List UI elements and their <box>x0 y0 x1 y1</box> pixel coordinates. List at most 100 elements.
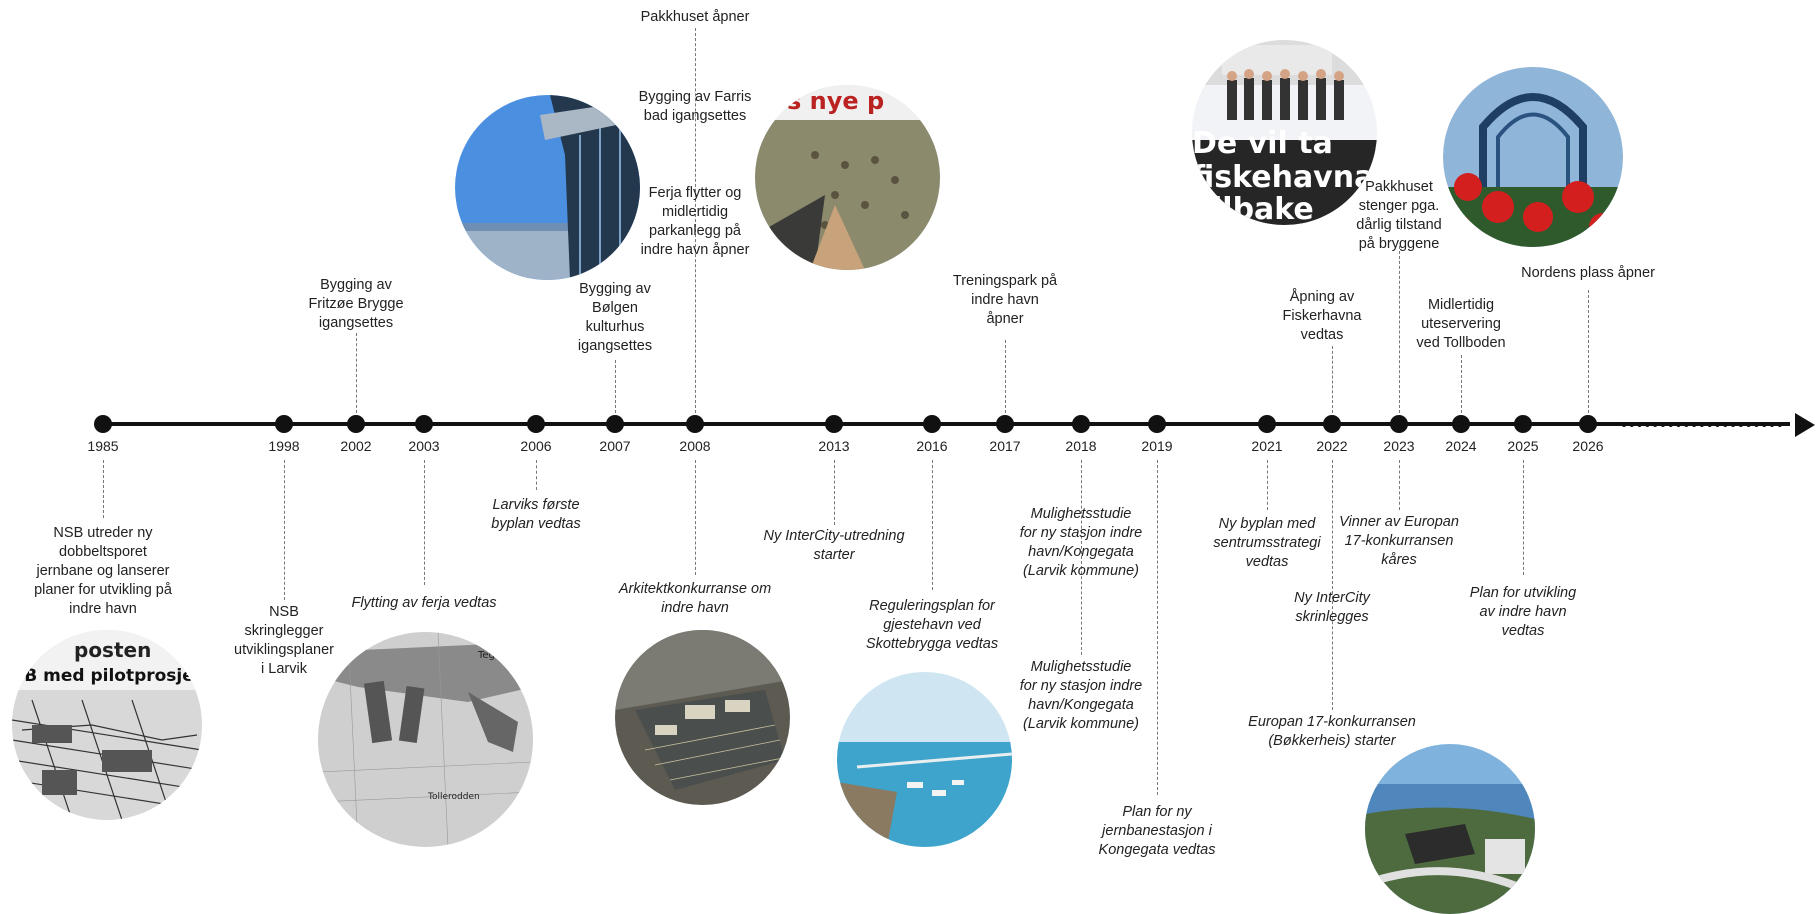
event-text-line: midlertidig <box>661 204 729 220</box>
event-text-line: for ny stasjon indre <box>1019 678 1143 694</box>
year-2006: 2006 <box>520 438 552 454</box>
dot-2018 <box>1072 415 1090 433</box>
event-text-line: havn/Kongegata <box>1028 697 1134 713</box>
event-text-line: Nordens plass åpner <box>1521 265 1655 281</box>
year-2018: 2018 <box>1065 438 1097 454</box>
dot-2016 <box>923 415 941 433</box>
fishing-headline-2: fiskehavna <box>1192 160 1375 195</box>
event-text-line: Arkitektkonkurranse om <box>618 581 772 597</box>
year-2026: 2026 <box>1572 438 1604 454</box>
event-text-line: Pakkhuset åpner <box>640 9 750 25</box>
event-text-line: igangsettes <box>318 315 394 331</box>
arrow-right-icon <box>1795 413 1815 437</box>
event-2022-intercity: Ny InterCity skrinlegges <box>1294 589 1370 627</box>
photo-concert-crowd: s nye p <box>755 85 940 270</box>
event-text-line: NSB <box>269 604 299 620</box>
dot-2007 <box>606 415 624 433</box>
stem-1985 <box>103 460 104 518</box>
stem-2019 <box>1157 460 1158 795</box>
event-text-line: Midlertidig <box>1427 297 1495 313</box>
event-text-line: dobbeltsporet <box>59 544 147 560</box>
event-text-line: (Bøkkerheis) starter <box>1268 733 1396 749</box>
dot-2013 <box>825 415 843 433</box>
event-text-line: stenger pga. <box>1358 198 1440 214</box>
event-text-line: i Larvik <box>261 661 307 677</box>
stem-2022-below <box>1332 460 1333 710</box>
year-2022: 2022 <box>1316 438 1348 454</box>
event-text-line: Ny InterCity-utredning <box>763 528 905 544</box>
photo-fiskehavna-group: De vil ta fiskehavna ilbake <box>1192 40 1377 225</box>
dot-1998 <box>275 415 293 433</box>
stem-2016 <box>932 460 933 590</box>
event-text-line: Bygging av <box>579 281 651 297</box>
event-text-line: jernbane og lanserer <box>36 563 170 579</box>
year-2019: 2019 <box>1141 438 1173 454</box>
stem-2003 <box>424 460 425 585</box>
stem-1998 <box>284 460 285 600</box>
year-2013: 2013 <box>818 438 850 454</box>
dot-2002 <box>347 415 365 433</box>
year-2025: 2025 <box>1507 438 1539 454</box>
event-text-line: Treningspark på <box>952 273 1058 289</box>
dot-2024 <box>1452 415 1470 433</box>
event-text-line: Mulighetsstudie <box>1030 506 1132 522</box>
year-1998: 1998 <box>268 438 300 454</box>
event-text-line: skringlegger <box>244 623 324 639</box>
dot-2003 <box>415 415 433 433</box>
event-text-line: Åpning av <box>1289 289 1355 305</box>
event-text-line: igangsettes <box>577 338 653 354</box>
event-text-line: Ny InterCity <box>1294 590 1370 606</box>
fishing-headline-3: ilbake <box>1212 192 1314 225</box>
event-text-line: sentrumsstrategi <box>1213 535 1321 551</box>
event-text-line: NSB utreder ny <box>53 525 153 541</box>
event-text-line: indre havn <box>69 601 137 617</box>
stem-2006 <box>536 460 537 490</box>
event-text-line: starter <box>813 547 855 563</box>
year-2024: 2024 <box>1445 438 1477 454</box>
event-text-line: Bygging av <box>320 277 392 293</box>
event-text-line: Reguleringsplan for <box>869 598 995 614</box>
fishing-headline-1: De vil ta <box>1192 126 1333 161</box>
dot-2021 <box>1258 415 1276 433</box>
stem-2022-above <box>1332 346 1333 413</box>
dot-2008 <box>686 415 704 433</box>
year-2017: 2017 <box>989 438 1021 454</box>
stem-2017 <box>1005 340 1006 413</box>
event-text-line: Bølgen <box>592 300 638 316</box>
event-text-line: vedtas <box>1501 623 1545 639</box>
dot-2019 <box>1148 415 1166 433</box>
event-text-line: planer for utvikling på <box>34 582 172 598</box>
photo-newspaper-1985: posten SB med pilotprosjekt i La <box>12 630 202 820</box>
event-text-line: dårlig tilstand <box>1356 217 1442 233</box>
map-label-tollerodden: Tollerodden <box>428 792 480 802</box>
event-text-line: indre havn <box>661 600 729 616</box>
year-2008: 2008 <box>679 438 711 454</box>
year-2003: 2003 <box>408 438 440 454</box>
stem-2002 <box>356 333 357 413</box>
event-text-line: 17-konkurransen <box>1344 533 1454 549</box>
event-text-line: kulturhus <box>585 319 645 335</box>
event-text-line: skrinlegges <box>1295 609 1369 625</box>
event-text-line: uteservering <box>1421 316 1501 332</box>
event-text-line: Plan for utvikling <box>1469 585 1577 601</box>
event-text-line: gjestehavn ved <box>883 617 981 633</box>
stem-2023-below <box>1399 460 1400 510</box>
event-text-line: Ny byplan med <box>1218 516 1316 532</box>
event-text-line: utviklingsplaner <box>234 642 334 658</box>
year-2016: 2016 <box>916 438 948 454</box>
event-text-line: Kongegata vedtas <box>1098 842 1216 858</box>
event-text-line: Skottebrygga vedtas <box>865 636 999 652</box>
map-label-teg: Teg <box>478 650 495 661</box>
photo-europan-site <box>1365 744 1535 914</box>
event-2013: Ny InterCity-utredning starter <box>763 527 904 565</box>
event-text-line: vedtas <box>1300 327 1344 343</box>
